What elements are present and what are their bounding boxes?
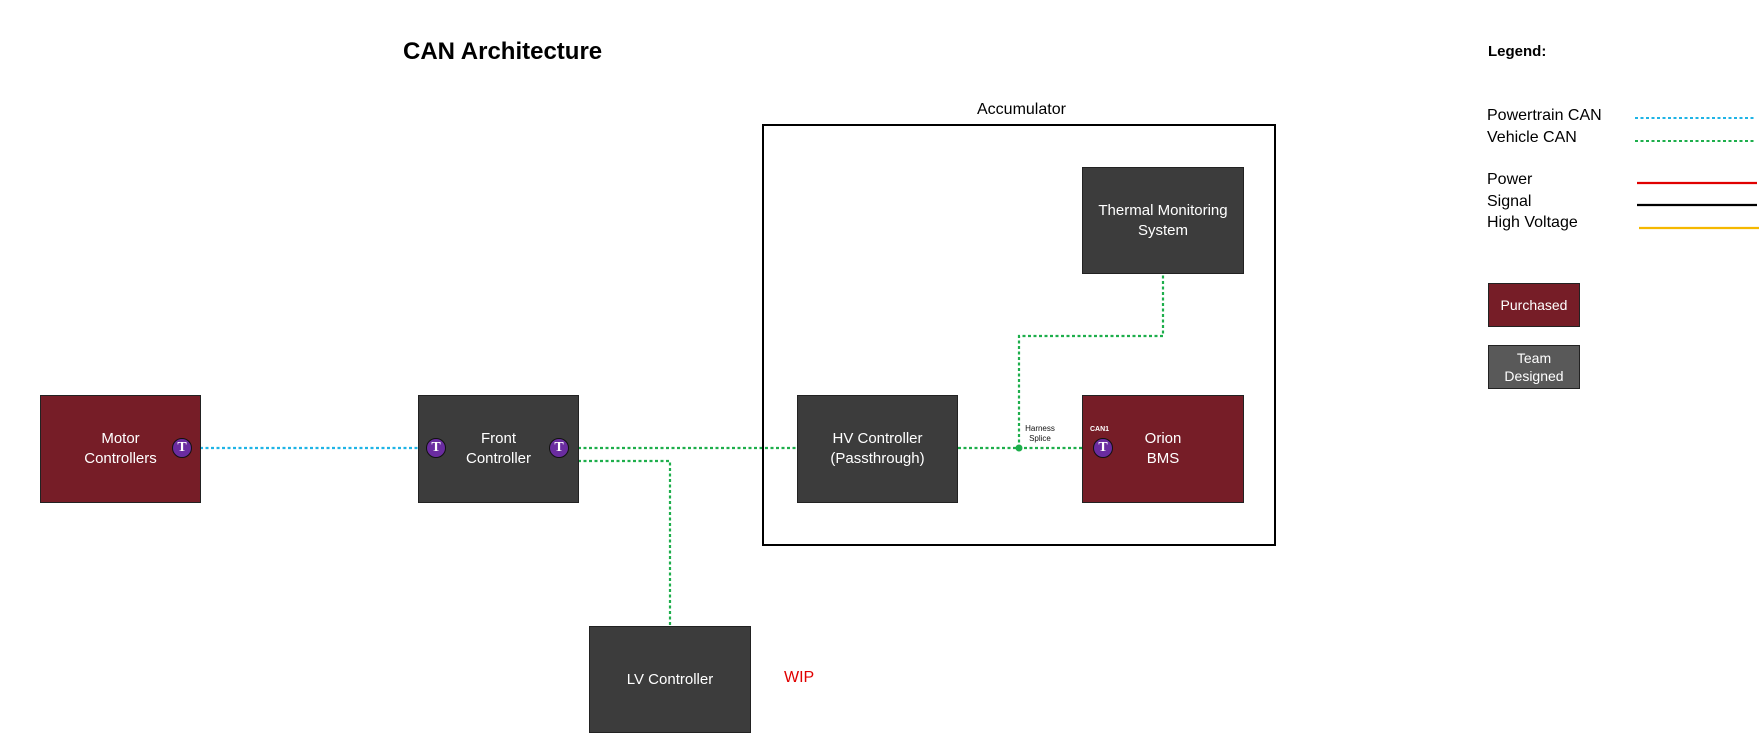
legend-label-powertrain-can: Powertrain CAN xyxy=(1487,107,1602,124)
legend-swatch-team-designed: Team Designed xyxy=(1488,345,1580,389)
wip-label: WIP xyxy=(784,669,815,686)
accumulator-label: Accumulator xyxy=(977,101,1066,118)
terminator-orion-bms: T xyxy=(1093,438,1113,458)
terminator-front-left: T xyxy=(426,438,446,458)
legend-label-power: Power xyxy=(1487,171,1533,188)
thermal-monitoring-node: Thermal Monitoring System xyxy=(1082,167,1244,274)
hv-controller-node: HV Controller (Passthrough) xyxy=(797,395,958,503)
legend-swatch-purchased: Purchased xyxy=(1488,283,1580,327)
legend-label-high-voltage: High Voltage xyxy=(1487,214,1578,231)
accumulator-container xyxy=(762,124,1276,546)
harness-splice-dot xyxy=(1015,444,1023,452)
lv-controller-node: LV Controller xyxy=(589,626,751,733)
vehicle-can-link-front-lv xyxy=(578,459,672,626)
terminator-front-right: T xyxy=(549,438,569,458)
front-controller-node: Front Controller xyxy=(418,395,579,503)
terminator-motor-controllers: T xyxy=(172,438,192,458)
legend-label-vehicle-can: Vehicle CAN xyxy=(1487,129,1577,146)
vehicle-can-link-splice-thermal xyxy=(1017,274,1165,448)
legend-label-signal: Signal xyxy=(1487,193,1532,210)
harness-splice-label: Harness Splice xyxy=(1025,424,1055,443)
diagram-title: CAN Architecture xyxy=(403,38,603,65)
legend-title: Legend: xyxy=(1488,43,1547,60)
can1-label: CAN1 xyxy=(1090,426,1110,433)
